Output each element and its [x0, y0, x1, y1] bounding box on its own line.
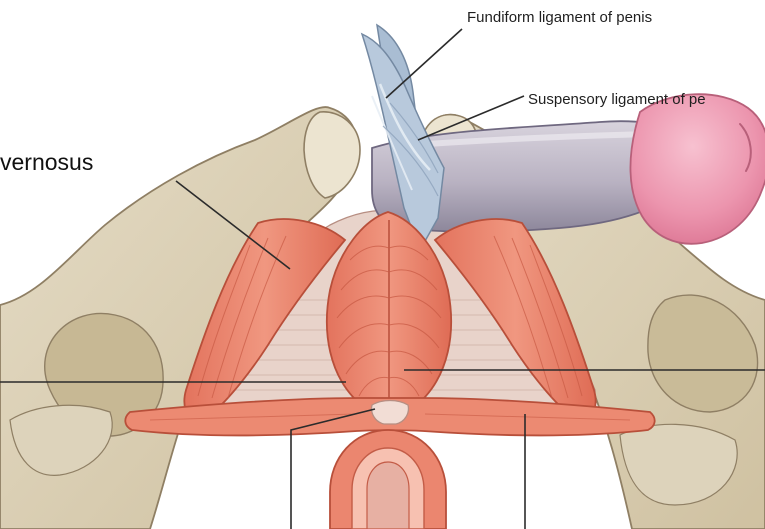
suspensory-ligament-label: Suspensory ligament of pe — [528, 92, 706, 107]
fundiform-ligament-label: Fundiform ligament of penis — [467, 10, 652, 25]
external-anal-sphincter — [330, 430, 446, 529]
ischiocavernosus-label: vernosus — [0, 151, 93, 174]
